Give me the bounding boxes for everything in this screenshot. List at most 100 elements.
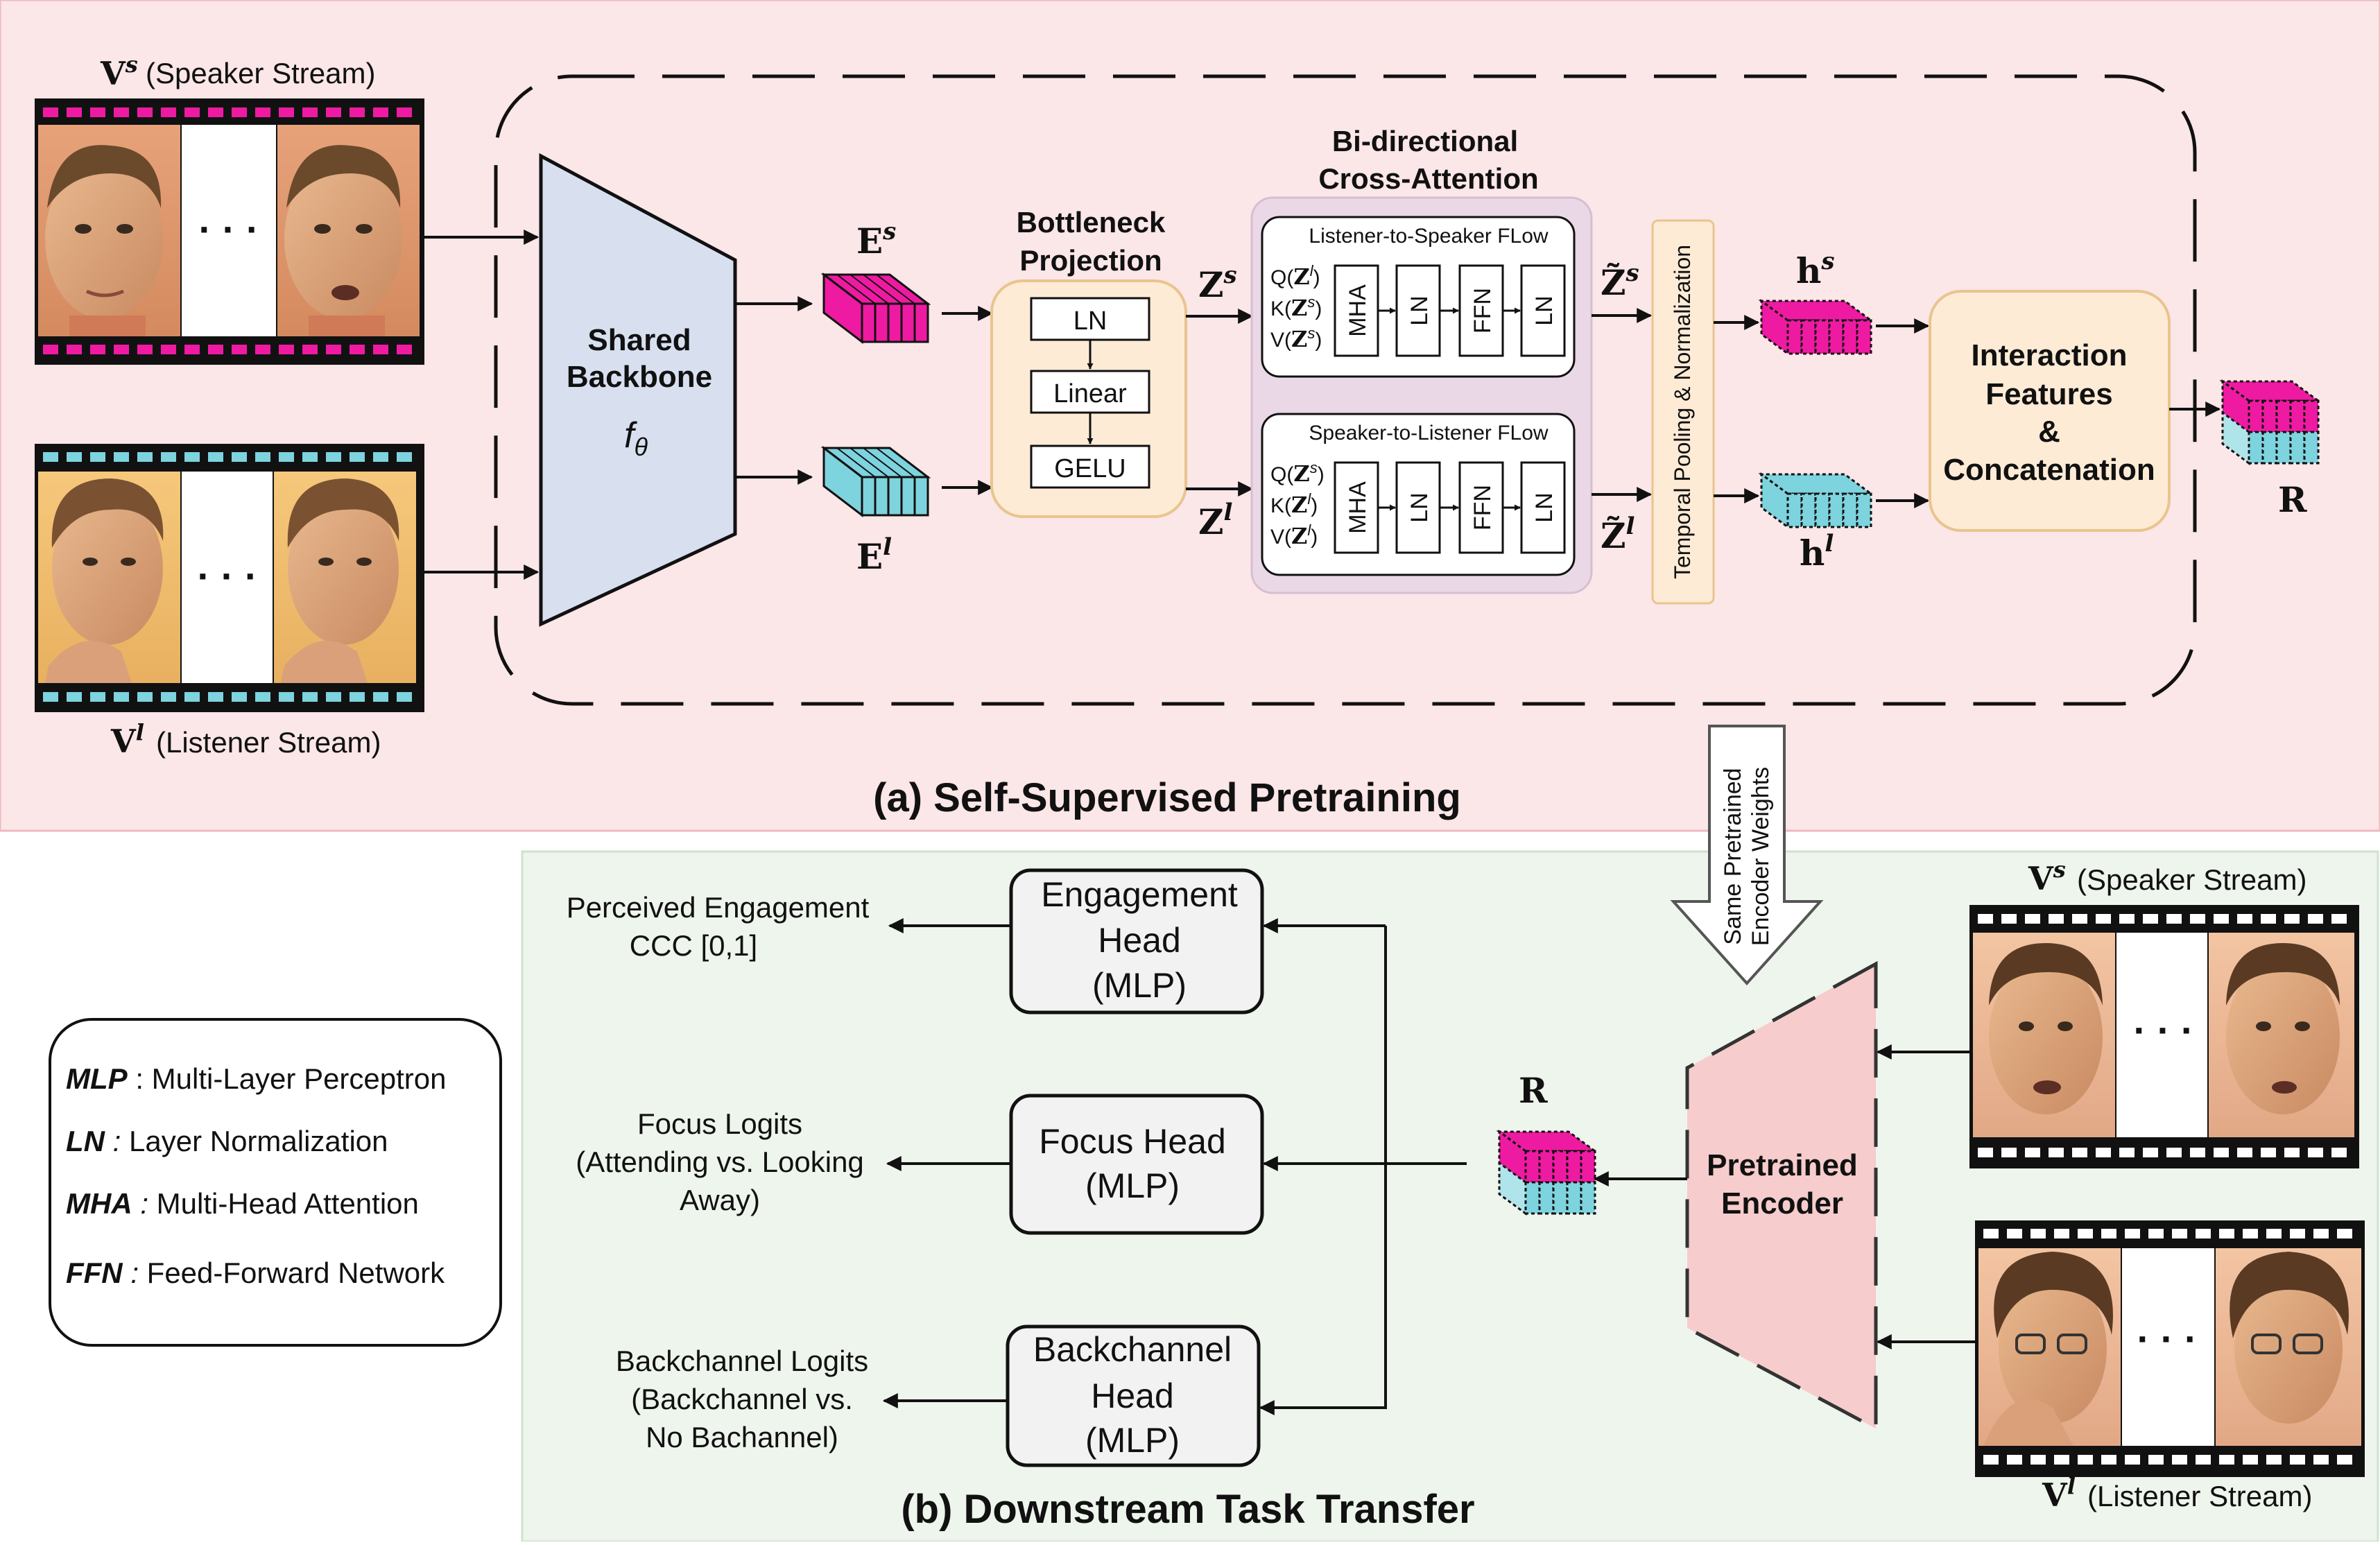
film-perforation bbox=[302, 345, 318, 354]
svg-text:LN: LN bbox=[1531, 492, 1558, 522]
film-perforation bbox=[43, 107, 58, 117]
film-perforation bbox=[326, 345, 341, 354]
svg-text:(Listener Stream): (Listener Stream) bbox=[2087, 1480, 2312, 1512]
svg-text:Vl: Vl bbox=[2042, 1473, 2076, 1514]
film-perforation bbox=[208, 452, 223, 462]
svg-text:Backbone: Backbone bbox=[567, 360, 712, 394]
film-perforation bbox=[2313, 1229, 2329, 1238]
film-perforation bbox=[2001, 1148, 2017, 1157]
film-perforation bbox=[2196, 1229, 2211, 1238]
listener-face-image bbox=[2230, 1252, 2349, 1424]
film-perforation bbox=[2030, 1229, 2046, 1238]
film-perforation bbox=[114, 452, 129, 462]
representation-tensor bbox=[1496, 1130, 1598, 1216]
legend-item: MHA : Multi-Head Attention bbox=[66, 1187, 419, 1220]
svg-text:Shared: Shared bbox=[587, 323, 691, 357]
legend-item: FFN : Feed-Forward Network bbox=[66, 1257, 445, 1289]
svg-text:Encoder: Encoder bbox=[1721, 1186, 1843, 1220]
film-perforation bbox=[2190, 914, 2205, 924]
film-perforation bbox=[208, 107, 223, 117]
film-perforation bbox=[302, 452, 318, 462]
focus-head: Focus Head (MLP) bbox=[1009, 1094, 1264, 1235]
svg-text:Backchannel Logits: Backchannel Logits bbox=[616, 1345, 868, 1377]
film-perforation bbox=[67, 692, 82, 702]
film-perforation bbox=[2243, 1455, 2258, 1465]
listener-embedding-tensor bbox=[820, 445, 931, 518]
film-perforation bbox=[2290, 1229, 2305, 1238]
pretraining-panel-title: (a) Self-Supervised Pretraining bbox=[873, 775, 1461, 820]
speaker-frames-ellipsis: · · · bbox=[198, 207, 259, 251]
film-perforation bbox=[2007, 1229, 2022, 1238]
backchannel-output-label: Backchannel Logits (Backchannel vs. No B… bbox=[616, 1345, 868, 1453]
film-perforation bbox=[137, 452, 153, 462]
film-perforation bbox=[2290, 1455, 2305, 1465]
svg-text:Vs: Vs bbox=[100, 51, 138, 92]
speaker-face-image bbox=[45, 145, 163, 336]
svg-text:GELU: GELU bbox=[1054, 454, 1126, 483]
film-perforation bbox=[2143, 1148, 2158, 1157]
film-perforation bbox=[184, 107, 200, 117]
interaction-features-block: Interaction Features & Concatenation bbox=[1929, 290, 2171, 532]
film-perforation bbox=[279, 692, 294, 702]
svg-text:(MLP): (MLP) bbox=[1092, 966, 1187, 1005]
film-perforation bbox=[161, 345, 176, 354]
shared-backbone: Shared Backbone fθ bbox=[539, 153, 737, 627]
svg-text:V(Zl): V(Zl) bbox=[1270, 521, 1318, 549]
svg-text:Vs: Vs bbox=[2028, 856, 2066, 897]
film-perforation bbox=[232, 107, 247, 117]
film-perforation bbox=[2125, 1455, 2140, 1465]
el-label: El bbox=[856, 533, 892, 577]
listener-video-strip: · · · bbox=[1975, 1220, 2365, 1477]
svg-text:(Attending vs. Looking: (Attending vs. Looking bbox=[576, 1146, 864, 1178]
film-perforation bbox=[2214, 1148, 2229, 1157]
film-perforation bbox=[326, 692, 341, 702]
film-perforation bbox=[137, 692, 153, 702]
film-perforation bbox=[184, 452, 200, 462]
film-perforation bbox=[2261, 914, 2276, 924]
encoder-dashed-outline bbox=[494, 74, 2197, 706]
film-perforation bbox=[279, 452, 294, 462]
film-perforation bbox=[161, 692, 176, 702]
film-perforation bbox=[326, 452, 341, 462]
film-perforation bbox=[137, 107, 153, 117]
film-perforation bbox=[2078, 1455, 2093, 1465]
film-perforation bbox=[2119, 1148, 2135, 1157]
listener-face-image bbox=[45, 478, 164, 683]
r-label: R bbox=[1519, 1070, 1548, 1111]
film-perforation bbox=[255, 452, 270, 462]
svg-text:Bi-directional: Bi-directional bbox=[1332, 125, 1518, 157]
cross-attention-module: Bi-directional Cross-Attention Listener-… bbox=[1250, 125, 1593, 594]
film-perforation bbox=[2331, 1148, 2347, 1157]
film-perforation bbox=[2237, 914, 2252, 924]
svg-text:No Bachannel): No Bachannel) bbox=[646, 1421, 838, 1453]
film-perforation bbox=[2214, 914, 2229, 924]
film-perforation bbox=[2125, 1229, 2140, 1238]
svg-text:Q(Zl): Q(Zl) bbox=[1270, 262, 1320, 290]
film-perforation bbox=[2313, 1455, 2329, 1465]
film-perforation bbox=[67, 452, 82, 462]
film-perforation bbox=[67, 107, 82, 117]
film-perforation bbox=[2261, 1148, 2276, 1157]
ffn-block bbox=[1458, 264, 1504, 357]
svg-text:Focus Head: Focus Head bbox=[1039, 1122, 1226, 1161]
legend-item: LN : Layer Normalization bbox=[66, 1125, 388, 1157]
zl-label: Zl bbox=[1198, 499, 1233, 542]
svg-text:(Speaker Stream): (Speaker Stream) bbox=[2077, 863, 2306, 896]
film-perforation bbox=[255, 692, 270, 702]
svg-text:(Backchannel vs.: (Backchannel vs. bbox=[631, 1383, 853, 1415]
svg-text:MHA: MHA bbox=[1345, 284, 1371, 337]
r-to-heads-connector bbox=[1259, 918, 1467, 1415]
temporal-pooling-block: Temporal Pooling & Normalization bbox=[1651, 219, 1715, 605]
film-perforation bbox=[279, 345, 294, 354]
listener-face-image bbox=[281, 478, 399, 683]
svg-text:MHA: MHA bbox=[1345, 481, 1371, 534]
svg-text:Pretrained: Pretrained bbox=[1707, 1148, 1858, 1182]
svg-text:V(Zs): V(Zs) bbox=[1270, 325, 1322, 352]
film-perforation bbox=[255, 345, 270, 354]
film-perforation bbox=[114, 107, 129, 117]
film-perforation bbox=[326, 107, 341, 117]
film-perforation bbox=[350, 452, 365, 462]
r-label: R bbox=[2278, 479, 2307, 520]
film-perforation bbox=[184, 692, 200, 702]
